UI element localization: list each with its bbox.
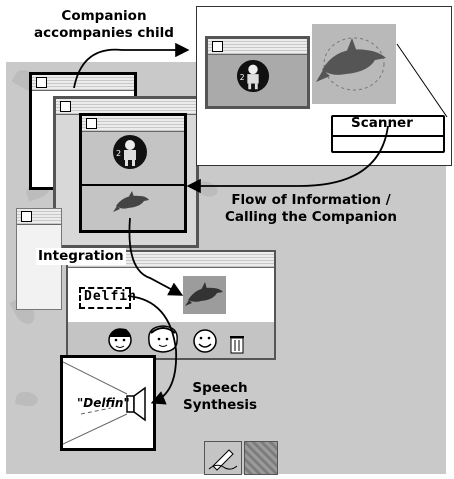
dolphin-tile[interactable] [183, 276, 226, 314]
label-flow: Flow of Information / Calling the Compan… [225, 192, 397, 225]
dolphin-icon[interactable] [112, 186, 152, 218]
label-speech: Speech Synthesis [182, 380, 258, 413]
pen-button[interactable] [204, 441, 242, 475]
girl-face-icon[interactable] [145, 323, 181, 355]
pen-icon [208, 449, 238, 471]
speech-synthesis-panel: "Delfin" [60, 355, 156, 451]
scanned-dolphin-tile[interactable] [312, 24, 396, 104]
window-titlebar[interactable] [17, 209, 61, 225]
texture-tile[interactable] [244, 441, 278, 475]
wallpaper-leaf [14, 390, 40, 408]
robot-badge: 2 [116, 149, 121, 158]
window-titlebar[interactable] [32, 75, 134, 91]
label-companion: Companion accompanies child [34, 8, 174, 41]
close-box[interactable] [36, 77, 47, 88]
word-field[interactable]: Delfin [79, 287, 136, 309]
dolphin-icon [185, 282, 223, 306]
dolphin-icon [316, 37, 386, 91]
close-box[interactable] [21, 211, 32, 222]
smiley-face-icon[interactable] [190, 327, 220, 355]
close-box[interactable] [86, 118, 97, 129]
window-titlebar[interactable] [208, 39, 307, 55]
trash-icon[interactable] [229, 334, 245, 354]
close-box[interactable] [212, 41, 223, 52]
robot-companion-icon[interactable]: 2 [236, 59, 270, 93]
robot-badge: 2 [240, 73, 245, 82]
label-integration: Integration [36, 248, 126, 265]
label-scanner: Scanner [351, 115, 413, 131]
spoken-word: "Delfin" [77, 396, 130, 410]
window-titlebar[interactable] [82, 116, 184, 132]
boy-face-icon[interactable] [104, 325, 136, 355]
word-field-text: Delfin [84, 289, 137, 304]
robot-companion-icon[interactable]: 2 [112, 134, 148, 170]
close-box[interactable] [60, 101, 71, 112]
